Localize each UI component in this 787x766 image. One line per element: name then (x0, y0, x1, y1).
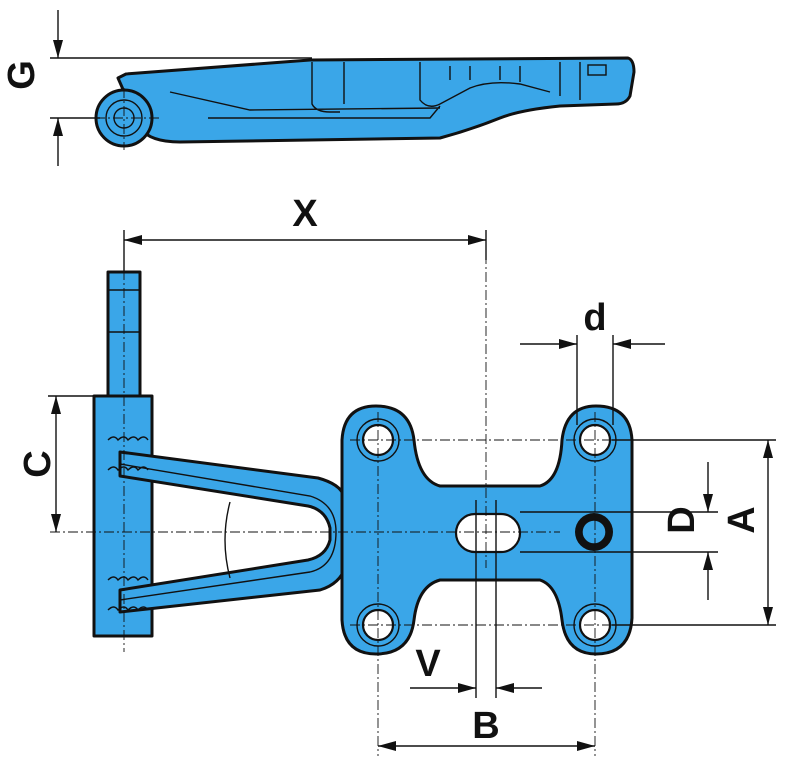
g-label: G (1, 60, 43, 90)
g-arrow-top (53, 40, 63, 58)
d-large-label: D (661, 506, 703, 533)
a-arrow-bottom (763, 607, 773, 625)
d-large-arrow-top (703, 494, 713, 512)
side-view-slot (587, 64, 607, 76)
c-arrow-bottom (51, 514, 61, 532)
b-arrow-right (577, 741, 595, 751)
spring-wire (107, 436, 149, 612)
a-label: A (721, 506, 763, 533)
g-arrow-bottom (53, 118, 63, 136)
d-small-label: d (583, 297, 606, 339)
arm-inner-detail (119, 463, 337, 601)
b-label: B (472, 705, 499, 747)
side-view-pivot-inner (105, 99, 143, 137)
v-arrow-left (458, 683, 476, 693)
adjust-slot (454, 512, 522, 554)
v-label: V (415, 643, 441, 685)
boss-inner (581, 519, 607, 545)
c-arrow-top (51, 396, 61, 414)
side-view: G (1, 10, 636, 166)
d-small-arrow-left (559, 339, 577, 349)
c-label: C (17, 450, 59, 477)
x-arrow-left (124, 235, 142, 245)
x-label: X (292, 193, 318, 235)
side-view-detail (169, 62, 581, 119)
b-arrow-left (378, 741, 396, 751)
top-view: X d C D A V (17, 193, 776, 756)
side-view-arm (116, 56, 636, 144)
v-arrow-right (496, 683, 514, 693)
d-large-arrow-bottom (703, 552, 713, 570)
x-arrow-right (468, 235, 486, 245)
d-small-arrow-right (613, 339, 631, 349)
a-arrow-top (763, 440, 773, 458)
